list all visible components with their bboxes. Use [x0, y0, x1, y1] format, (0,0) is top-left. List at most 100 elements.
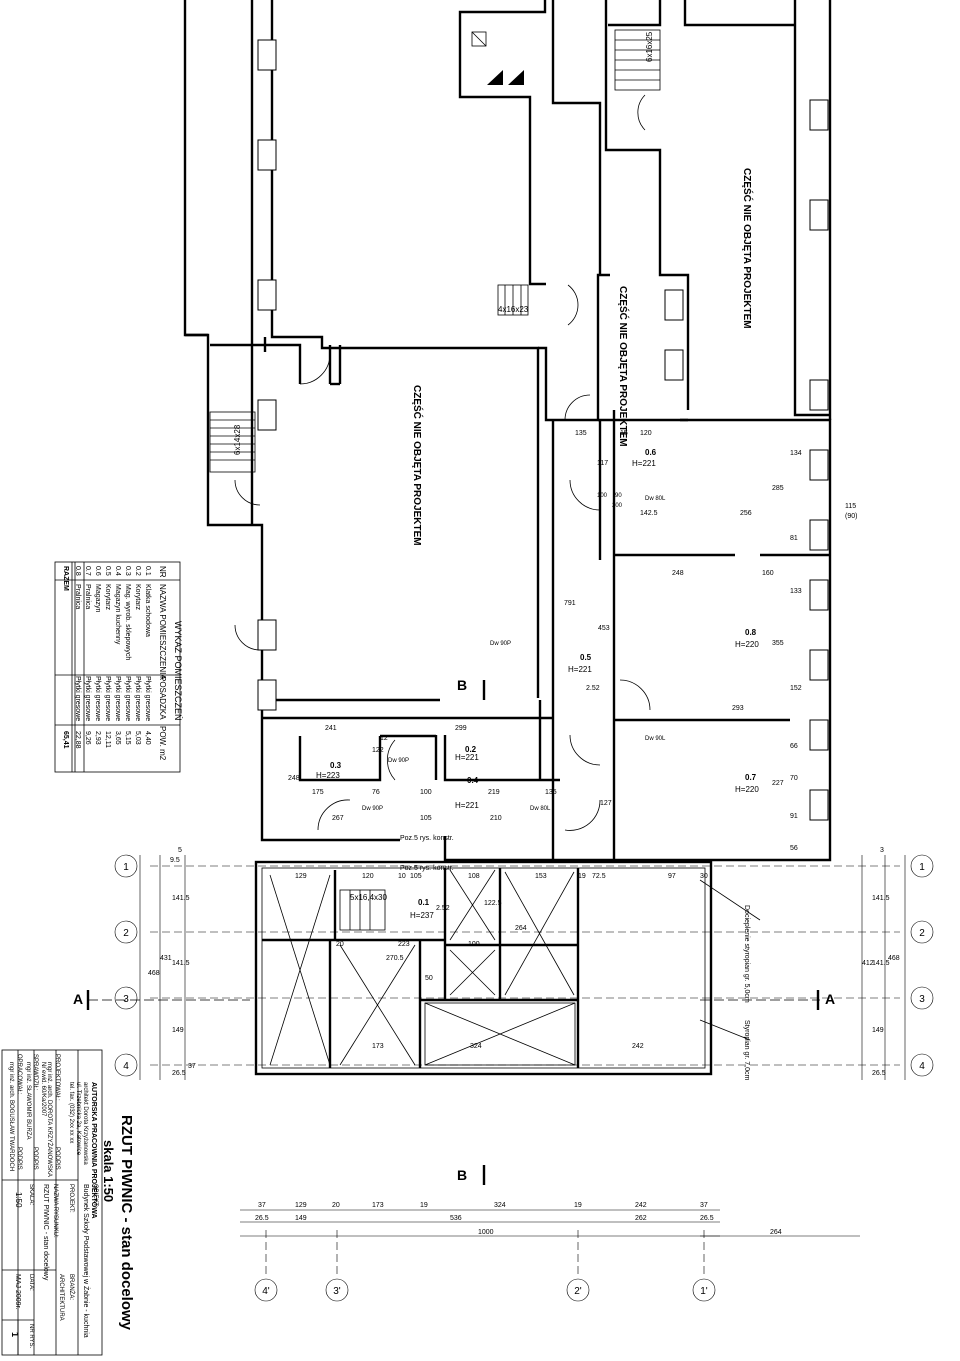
- tb-contact: tel. fax. (032) 2xx xx xx: [68, 1082, 74, 1143]
- styrofoam-note: Styropian gr. 7,0cm: [743, 1020, 750, 1080]
- grid-dimension-texts: 141.5 141.5 149 26.5 468 431 141.5 141.5…: [148, 847, 900, 1236]
- dim: 20: [336, 941, 344, 948]
- dim: 256: [740, 510, 752, 517]
- row-name: Mag. wyrob. sklepowych: [124, 584, 131, 660]
- tb-address: ul. Trzebnicka 2a, Katowice: [75, 1082, 81, 1156]
- dim: 66: [790, 743, 798, 750]
- tb-checker: mgr inż. SŁAWOMIR BURZA: [25, 1062, 31, 1139]
- row-area: 3,65: [114, 731, 121, 745]
- tb-drafter: mgr inż. arch. BOGUSŁAW TWARDOCH: [8, 1062, 14, 1171]
- dim: 2.52: [586, 685, 600, 692]
- dim: 26.5: [872, 1070, 886, 1077]
- dim: 219: [488, 789, 500, 796]
- dim: 153: [535, 873, 547, 880]
- stairs-label-3: 4x16x23: [498, 305, 529, 314]
- bottom-dim: 536: [450, 1215, 462, 1222]
- dim: 72.5: [592, 873, 606, 880]
- dim: 81: [790, 535, 798, 542]
- schedule-title: WYKAZ POMIESZCZEŃ: [173, 621, 183, 721]
- row-nr: 0.2: [134, 566, 141, 576]
- dim: 141.5: [872, 960, 890, 967]
- door-label: Dw 80L: [530, 806, 551, 812]
- dim: 242: [632, 1043, 644, 1050]
- dim: 227: [772, 780, 784, 787]
- tb-sign-label: PODPIS: [54, 1147, 60, 1170]
- bottom-dim: 26.5: [255, 1215, 269, 1222]
- bottom-dim: 26.5: [700, 1215, 714, 1222]
- dim: 26.5: [172, 1070, 186, 1077]
- drawing-scale: skala 1:50: [101, 1140, 116, 1202]
- dim: 152: [790, 685, 802, 692]
- dim: 267: [332, 815, 344, 822]
- dim: 100: [468, 941, 480, 948]
- tb-scale-label: SKALA:: [28, 1184, 34, 1205]
- bottom-dim: 129: [295, 1202, 307, 1209]
- bottom-dim: 242: [635, 1202, 647, 1209]
- dim: 324: [470, 1043, 482, 1050]
- dim: 468: [888, 955, 900, 962]
- dim: 76: [372, 789, 380, 796]
- stairs-label-1: 6x16x25: [645, 31, 654, 62]
- schedule-col: POSADZKA: [158, 676, 167, 720]
- bottom-total: 1000: [478, 1229, 494, 1236]
- tb-branch: ARCHITEKTURA: [58, 1274, 64, 1321]
- door-labels: Dw 90P Dw 80L Dw 90L Dw 90P Dw 80L Dw 90…: [362, 493, 666, 812]
- room-0-7-height: H=220: [735, 785, 759, 794]
- title-block-frame: [1, 1049, 103, 1356]
- tb-drawing: RZUT PIWNIC - stan docelowy: [42, 1184, 49, 1281]
- dim: (90): [845, 513, 857, 520]
- row-floor: Płytki gresowe: [84, 676, 91, 721]
- dim: 135: [575, 430, 587, 437]
- row-floor: Płytki gresowe: [74, 676, 81, 721]
- row-area: 5,03: [134, 731, 141, 745]
- door-swings: [234, 94, 651, 831]
- dim: 160: [762, 570, 774, 577]
- section-mark-a: A: [825, 991, 835, 1007]
- tb-designer-licence: Nr ewid. 60/Ka/2007: [40, 1062, 46, 1117]
- bottom-dim: 19: [574, 1202, 582, 1209]
- row-floor: Płytki gresowe: [114, 676, 121, 721]
- room-0-2-height: H=221: [455, 801, 479, 810]
- dim: 37: [188, 1063, 196, 1070]
- axis-label-bottom: 3': [333, 1286, 341, 1297]
- excluded-note-2: CZĘŚĆ NIE OBJĘTA PROJEKTEM: [617, 286, 630, 447]
- dim: 2.52: [436, 905, 450, 912]
- dim: 97: [668, 873, 676, 880]
- row-nr: 0.8: [74, 566, 81, 576]
- dim: 10: [398, 873, 406, 880]
- room-0-5-height: H=221: [568, 665, 592, 674]
- axis-label: 3: [919, 994, 925, 1005]
- upper-building-walls: [183, 0, 832, 862]
- dim: 142.5: [640, 510, 658, 517]
- room-0-6: 0.6: [645, 448, 657, 457]
- axis-label: 4: [919, 1061, 925, 1072]
- bottom-dim: 324: [494, 1202, 506, 1209]
- dim: 5: [178, 847, 182, 854]
- tb-stage-label: PROJEKT:: [68, 1184, 74, 1213]
- axis-label: 2: [919, 928, 925, 939]
- tb-date-label: DATA:: [28, 1274, 34, 1291]
- row-area: 2,93: [94, 731, 101, 745]
- schedule-total-label: RAZEM: [62, 566, 69, 591]
- dim: 141.5: [872, 895, 890, 902]
- room-0-3-height: H=223: [316, 771, 340, 780]
- dim: 122.5: [484, 900, 502, 907]
- tb-sign-label: PODPIS: [16, 1147, 22, 1170]
- stairs-upper: [209, 29, 661, 473]
- room-0-3: 0.3: [330, 761, 342, 770]
- bottom-dim: 37: [700, 1202, 708, 1209]
- dim: 115: [845, 503, 856, 510]
- tb-checker-label: SPRAWDZIŁ:: [32, 1054, 38, 1091]
- bottom-extra: 264: [770, 1229, 782, 1236]
- row-name: Klatka schodowa: [144, 584, 151, 637]
- section-mark-a: A: [73, 991, 83, 1007]
- windows: [257, 39, 829, 821]
- axis-label: 2: [123, 928, 129, 939]
- dim: 19: [578, 873, 586, 880]
- drawing-title: RZUT PIWNIC - stan docelowy: [118, 1115, 135, 1331]
- row-floor: Płytki gresowe: [144, 676, 151, 721]
- dim: 223: [398, 941, 410, 948]
- row-nr: 0.1: [144, 566, 151, 576]
- door-sill: 100: [597, 493, 608, 499]
